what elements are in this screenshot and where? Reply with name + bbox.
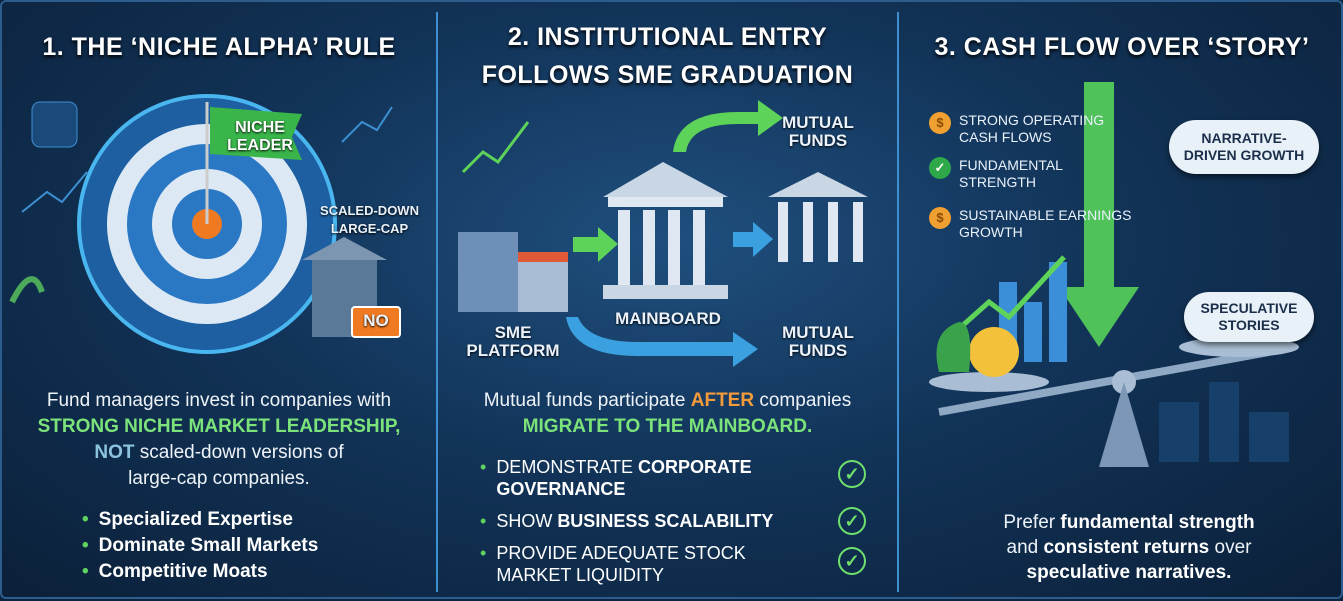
desc-line: Mutual funds participate AFTER companies (438, 388, 897, 414)
list-item-text: Specialized Expertise (98, 509, 293, 530)
desc-text: Prefer (1003, 512, 1061, 533)
list-item-text: STRONG OPERATING CASH FLOWS (959, 112, 1105, 145)
desc-line: Prefer fundamental strength (939, 510, 1319, 535)
target-illustration (9, 94, 401, 354)
list-item: •PROVIDE ADEQUATE STOCK MARKET LIQUIDITY (480, 543, 746, 585)
list-item-text: Competitive Moats (98, 561, 268, 582)
title-line: 2. INSTITUTIONAL ENTRY (507, 23, 828, 51)
list-item-text: DEMONSTRATE (496, 457, 638, 477)
mutual-funds-label-top: MUTUAL FUNDS (782, 113, 854, 150)
desc-text: and (1006, 537, 1044, 558)
panel-title: 1. THE ‘NICHE ALPHA’ RULE (42, 33, 396, 61)
panel-institutional-entry: 2. INSTITUTIONAL ENTRY FOLLOWS SME GRADU… (438, 2, 897, 601)
niche-leader-flag: NICHE LEADER (227, 119, 293, 154)
desc-text: Mutual funds participate (483, 390, 691, 411)
list-item: •Competitive Moats (82, 561, 268, 582)
desc-highlight: STRONG NICHE MARKET LEADERSHIP, (37, 416, 401, 437)
list-item-text: PROVIDE ADEQUATE STOCK MARKET LIQUIDITY (496, 543, 746, 585)
desc-text: scaled-down versions of (134, 442, 344, 463)
panel-divider (897, 12, 899, 592)
description: Fund managers invest in companies with S… (2, 388, 436, 492)
check-icon: ✓ (929, 157, 951, 179)
desc-line: NOT scaled-down versions of (2, 440, 436, 466)
list-item: •DEMONSTRATE CORPORATE GOVERNANCE (480, 457, 752, 499)
title-line: FOLLOWS SME GRADUATION (481, 61, 854, 89)
desc-bold: consistent returns (1043, 537, 1210, 558)
desc-text: over (1209, 537, 1252, 558)
cloud-narrative: NARRATIVE-DRIVEN GROWTH (1169, 120, 1319, 174)
mutual-funds-label-bottom: MUTUAL FUNDS (782, 323, 854, 360)
description: Prefer fundamental strength and consiste… (939, 510, 1319, 585)
desc-line: large-cap companies. (128, 468, 310, 489)
list-item-text: FUNDAMENTAL STRENGTH (959, 157, 1063, 190)
after-text: AFTER (690, 390, 755, 411)
list-item-text: SUSTAINABLE EARNINGS GROWTH (959, 207, 1132, 240)
description: Mutual funds participate AFTER companies… (438, 388, 897, 440)
list-item-text: SHOW (496, 511, 558, 531)
no-sign: NO (363, 311, 389, 330)
coin-icon: $ (929, 207, 951, 229)
list-item: •Dominate Small Markets (82, 535, 319, 556)
sme-platform-label: SME PLATFORM (466, 323, 560, 360)
check-icon: ✓ (838, 547, 866, 575)
desc-text: companies (754, 390, 852, 411)
scaled-down-label: SCALED-DOWN LARGE-CAP (320, 203, 419, 236)
not-text: NOT (94, 442, 135, 463)
list-item: •Specialized Expertise (82, 509, 293, 530)
panel-niche-alpha: 1. THE ‘NICHE ALPHA’ RULE NICHE LEADER S… (2, 2, 436, 601)
list-item-text: Dominate Small Markets (98, 535, 319, 556)
check-icon: ✓ (838, 460, 866, 488)
check-icon: ✓ (838, 507, 866, 535)
panel-title: 3. CASH FLOW OVER ‘STORY’ (934, 33, 1310, 61)
desc-line: and consistent returns over (939, 535, 1319, 560)
mainboard-label: MAINBOARD (615, 309, 721, 328)
panel-title: 2. INSTITUTIONAL ENTRY FOLLOWS SME GRADU… (438, 18, 897, 94)
requirement-list: •DEMONSTRATE CORPORATE GOVERNANCE •SHOW … (480, 456, 820, 586)
panel-cash-flow: 3. CASH FLOW OVER ‘STORY’ $ STRONG OPERAT… (899, 2, 1343, 601)
desc-bold: speculative narratives. (1026, 562, 1232, 583)
list-item: $ SUSTAINABLE EARNINGS GROWTH (929, 207, 1139, 241)
list-item: •SHOW BUSINESS SCALABILITY (480, 511, 774, 531)
graduation-illustration (458, 100, 868, 367)
balance-illustration (929, 82, 1299, 467)
list-item: $ STRONG OPERATING CASH FLOWS (929, 112, 1119, 146)
cloud-speculative: SPECULATIVE STORIES (1184, 292, 1314, 342)
list-item-bold: BUSINESS SCALABILITY (557, 511, 774, 531)
desc-line: Fund managers invest in companies with (46, 390, 392, 411)
desc-highlight: MIGRATE TO THE MAINBOARD. (522, 416, 813, 437)
list-item: ✓ FUNDAMENTAL STRENGTH (929, 157, 1079, 191)
panel-divider (436, 12, 438, 592)
coin-icon: $ (929, 112, 951, 134)
desc-bold: fundamental strength (1060, 512, 1255, 533)
list-item-bold: CORPORATE GOVERNANCE (496, 457, 752, 499)
bullet-list: •Specialized Expertise •Dominate Small M… (82, 507, 318, 585)
